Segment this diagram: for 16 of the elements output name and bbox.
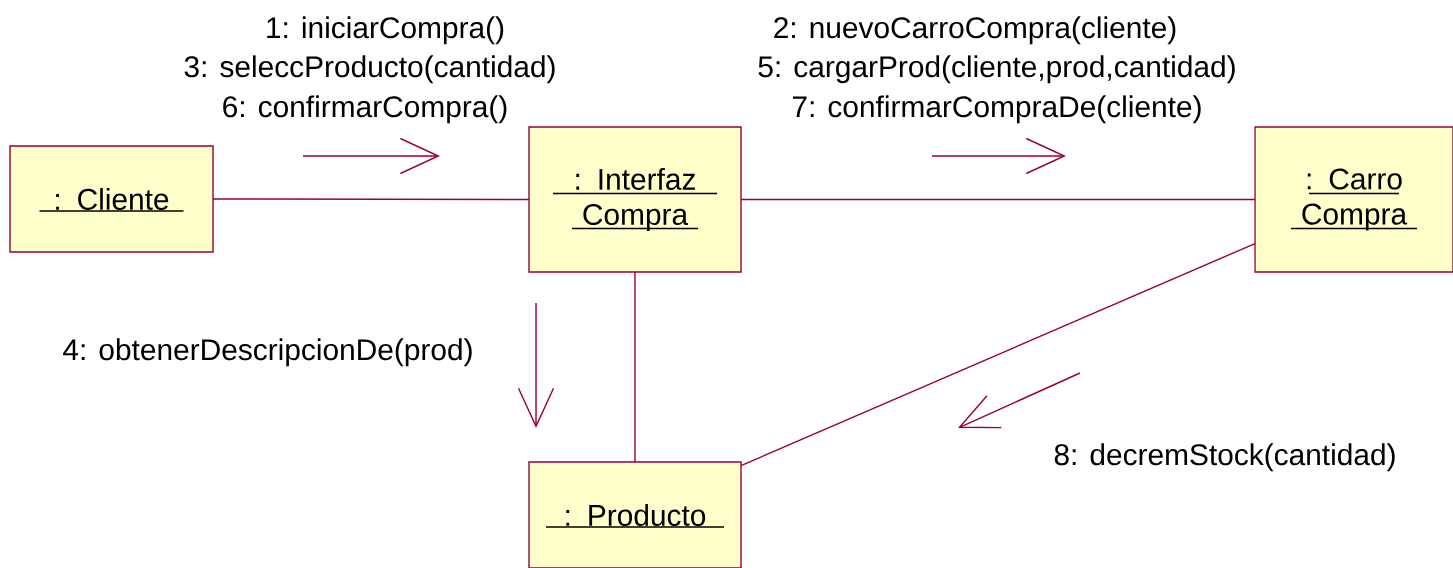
link-line (740, 198, 1256, 201)
message-label: 3: seleccProducto(cantidad) (184, 55, 555, 84)
link-line (212, 198, 530, 201)
link-line (634, 271, 636, 463)
object-box: : Interfaz Compra (528, 126, 742, 273)
message-label: 7: confirmarCompraDe(cliente) (792, 95, 1201, 124)
message-label: 4: obtenerDescripcionDe(prod) (63, 338, 472, 367)
object-box: : Carro Compra (1254, 126, 1453, 273)
message-label: 2: nuevoCarroCompra(cliente) (774, 16, 1176, 45)
object-box: : Cliente (9, 145, 214, 253)
link-line (740, 242, 1256, 467)
message-label: 8: decremStock(cantidad) (1054, 443, 1395, 472)
object-box: : Producto (528, 461, 742, 568)
message-label: 5: cargarProd(cliente,prod,cantidad) (758, 55, 1235, 84)
message-label: 6: confirmarCompra() (223, 95, 507, 124)
message-label: 1: iniciarCompra() (267, 16, 504, 45)
